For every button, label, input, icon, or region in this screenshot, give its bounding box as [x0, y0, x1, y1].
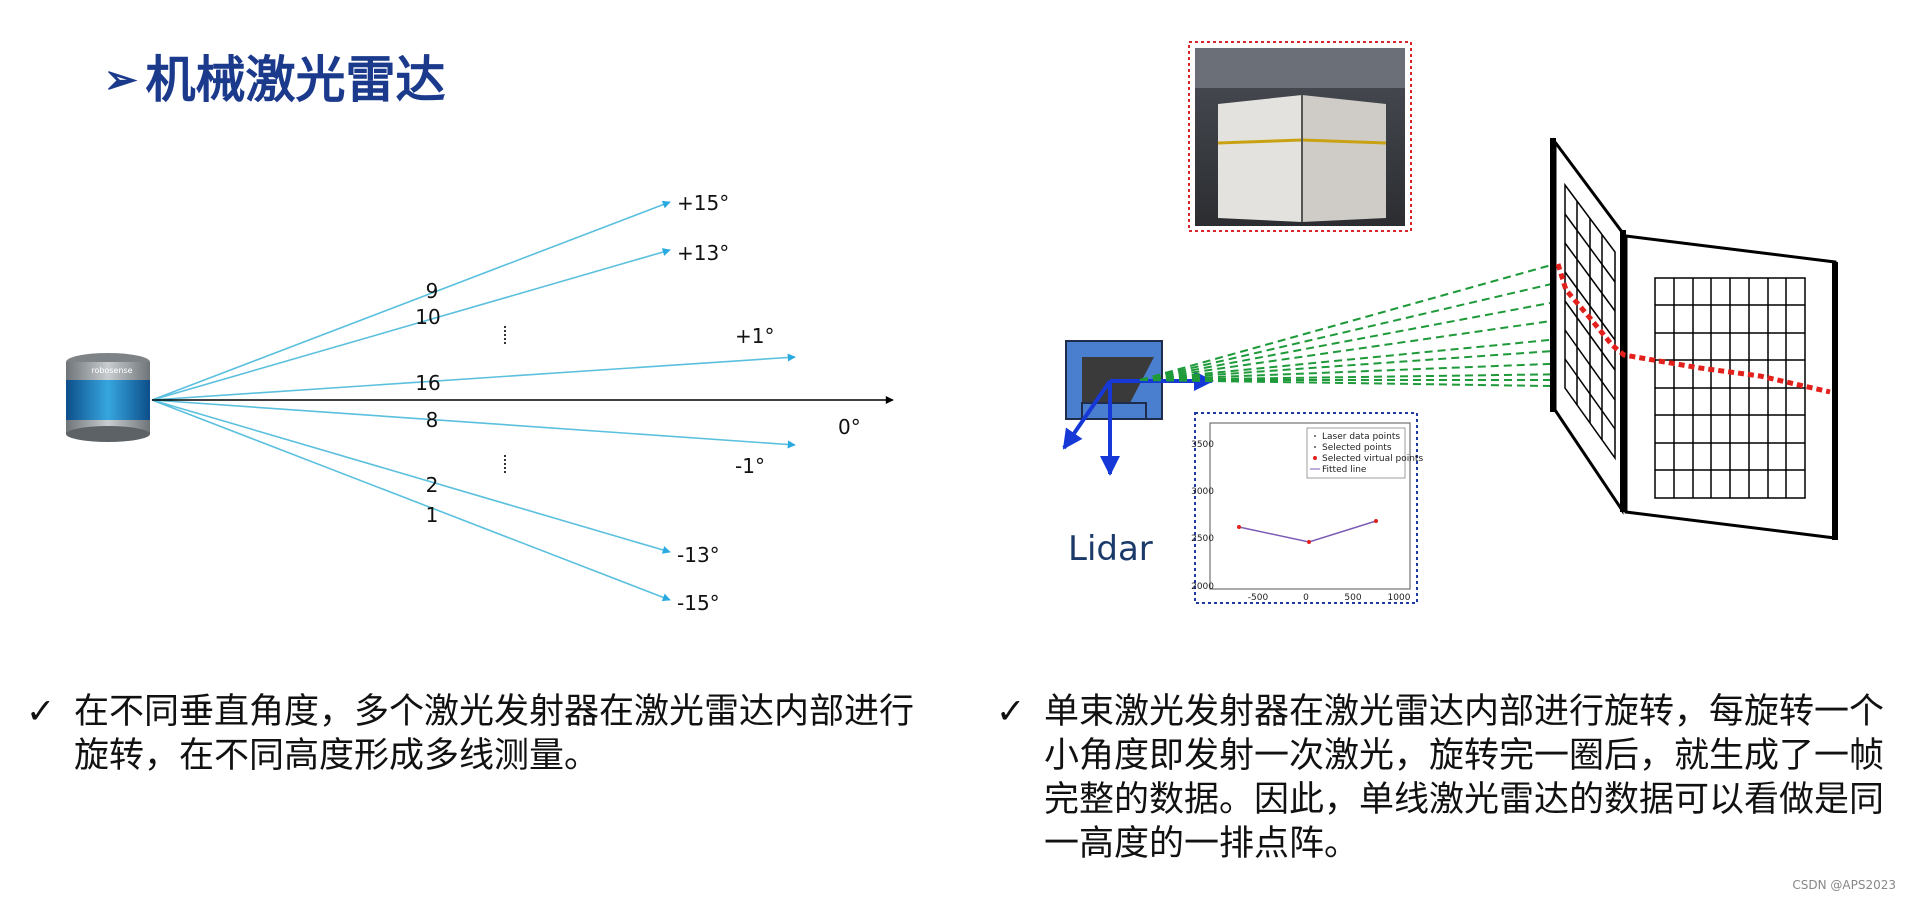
y-tick: 3000 [1191, 487, 1214, 497]
watermark: CSDN @APS2023 [1792, 878, 1896, 892]
angle-label: 0° [838, 415, 861, 439]
single-line-lidar-diagram: Lidar [1062, 41, 1838, 604]
y-tick: 2500 [1191, 534, 1214, 544]
beam-number: 16 [415, 371, 440, 395]
lidar-label: Lidar [1068, 529, 1153, 569]
x-tick: -500 [1248, 593, 1269, 603]
title-text: 机械激光雷达 [145, 50, 446, 109]
bullet-text: 在不同垂直角度，多个激光发射器在激光雷达内部进行旋转，在不同高度形成多线测量。 [74, 692, 915, 776]
beam-number: 1 [426, 503, 439, 527]
y-tick: 3500 [1191, 440, 1214, 450]
laser-rays [1139, 263, 1823, 391]
calibration-board-photo [1188, 41, 1412, 232]
beam-number: 8 [426, 408, 439, 432]
beam-number: 9 [426, 279, 439, 303]
angle-label: -13° [677, 543, 720, 567]
lidar-y-axis [1062, 379, 1112, 450]
check-icon: ✓ [26, 692, 56, 732]
angle-label: +1° [735, 324, 774, 348]
beam-minus-1 [151, 399, 796, 449]
legend-item: Selected points [1322, 443, 1392, 453]
lidar-sensor-icon: robosense [66, 353, 150, 442]
inset-legend [1306, 427, 1406, 479]
beam-minus-15 [151, 399, 671, 602]
y-tick: 2000 [1191, 582, 1214, 592]
angle-label: -15° [677, 591, 720, 615]
beam-13 [151, 248, 671, 401]
beam-number: 10 [415, 305, 440, 329]
legend-item: Selected virtual points [1322, 454, 1423, 464]
x-tick: 500 [1344, 593, 1361, 603]
beam-1 [151, 353, 796, 401]
title-arrow-icon: ➢ [104, 56, 138, 103]
angle-label: +15° [677, 191, 729, 215]
beam-number: 2 [426, 473, 439, 497]
bullet-left: ✓ 在不同垂直角度，多个激光发射器在激光雷达内部进行旋转，在不同高度形成多线测量… [26, 690, 926, 790]
scan-points-line [1555, 263, 1831, 395]
checkerboard-right [1624, 234, 1838, 540]
check-icon: ✓ [996, 692, 1026, 732]
slide-title: ➢机械激光雷达 [104, 40, 446, 112]
beam-15 [151, 200, 671, 401]
sensor-brand: robosense [91, 366, 132, 375]
checkerboard-left [1550, 137, 1626, 515]
legend-item: Fitted line [1322, 465, 1367, 475]
angle-label: -1° [735, 454, 765, 478]
inset-chart: 3500 3000 2500 2000 -500 0 500 1000 Lase… [1191, 412, 1423, 604]
laser-beams [151, 200, 796, 602]
x-tick: 0 [1303, 593, 1309, 603]
multibeam-lidar-diagram: robosense 9 10 16 8 2 1 +15° +13° +1° 0°… [66, 191, 894, 615]
x-tick: 1000 [1388, 593, 1411, 603]
legend-item: Laser data points [1322, 432, 1400, 442]
bullet-right: ✓ 单束激光发射器在激光雷达内部进行旋转，每旋转一个小角度即发射一次激光，旋转完… [996, 690, 1896, 880]
angle-label: +13° [677, 241, 729, 265]
beam-minus-13 [151, 399, 671, 554]
bullet-text: 单束激光发射器在激光雷达内部进行旋转，每旋转一个小角度即发射一次激光，旋转完一圈… [1044, 692, 1885, 864]
